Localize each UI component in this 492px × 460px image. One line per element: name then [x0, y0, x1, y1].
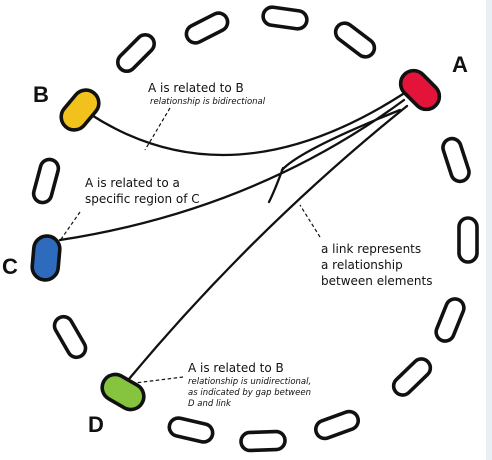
annotation-ad: A is related to B relationship is unidir… [188, 361, 311, 409]
annotation-ac-line1: A is related to a [85, 176, 180, 190]
ring-segment [457, 216, 479, 264]
leader-ac [56, 211, 81, 246]
node-b-label: B [33, 82, 49, 107]
annotation-ad-sub2: as indicated by gap between [188, 388, 311, 398]
ring-segment [333, 21, 377, 59]
annotation-ad-sub1: relationship is unidirectional, [188, 377, 311, 387]
frame-edge [486, 0, 492, 460]
annotation-ad-title: A is related to B [188, 361, 284, 375]
node-a-segment [398, 68, 442, 112]
ring-segments [31, 5, 479, 453]
ring-segment [261, 5, 309, 31]
node-c-segment [30, 234, 62, 282]
ring-segment [31, 157, 61, 205]
link-a-b [88, 92, 405, 157]
ring-segment [239, 429, 287, 453]
annotation-link-line3: between elements [321, 274, 432, 288]
link-a-d [127, 104, 409, 381]
ring-segment [391, 357, 433, 397]
annotation-link-line2: a relationship [321, 258, 403, 272]
leader-ad [134, 376, 184, 384]
annotation-ab: A is related to B relationship is bidire… [148, 81, 266, 107]
link-a-c [58, 98, 406, 242]
ring-segment [167, 416, 215, 444]
ring-segment [116, 33, 156, 73]
node-d-segment [100, 372, 146, 412]
annotation-link-line1: a link represents [321, 242, 421, 256]
ring-segment [313, 409, 361, 441]
node-a-label: A [452, 52, 468, 77]
ring-segment [52, 314, 88, 360]
annotation-ac-line2: specific region of C [85, 192, 200, 206]
annotation-ab-subtitle: relationship is bidirectional [150, 97, 266, 107]
annotation-ac: A is related to a specific region of C [85, 176, 200, 206]
link-a-strand [280, 108, 402, 172]
ring-segment [434, 297, 466, 343]
leader-link [299, 204, 321, 238]
links [58, 92, 409, 381]
node-b-segment [59, 88, 101, 132]
ring-segment [441, 136, 471, 184]
annotation-link: a link represents a relationship between… [321, 242, 432, 288]
nodes [30, 68, 442, 412]
annotation-ab-title: A is related to B [148, 81, 244, 95]
leader-ab [144, 107, 171, 151]
node-c-label: C [2, 254, 18, 279]
link-a-strand [267, 166, 285, 204]
node-d-label: D [88, 412, 104, 437]
leader-lines [56, 107, 321, 384]
ring-segment [184, 11, 230, 45]
annotation-ad-sub3: D and link [188, 399, 232, 409]
